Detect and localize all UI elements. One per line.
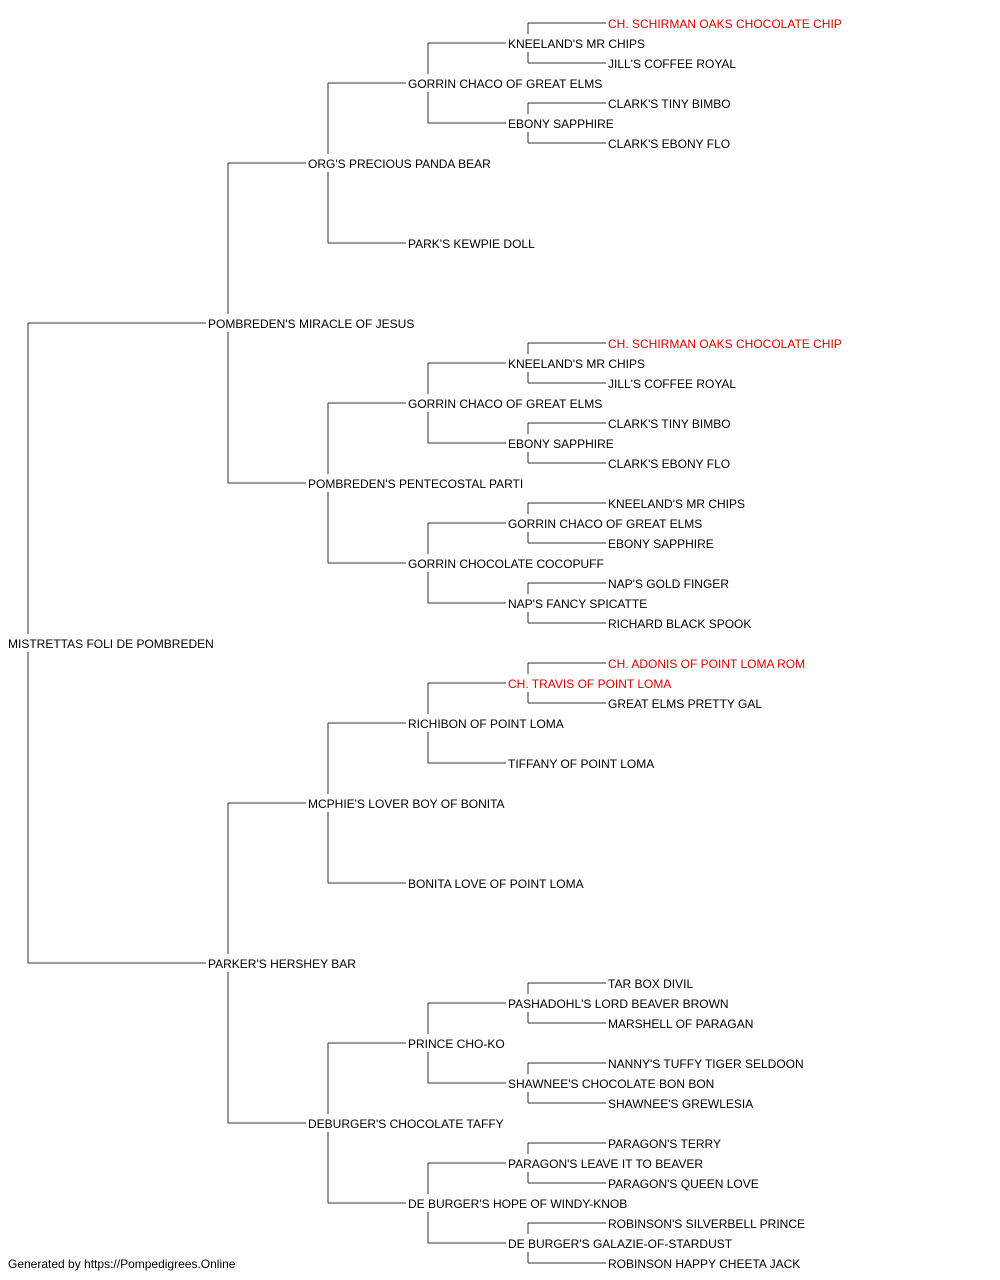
dog-name-mistrettas-foli-de-pombreden: MISTRETTAS FOLI DE POMBREDEN — [8, 637, 214, 651]
dog-name-bonita-love-of-point-loma: BONITA LOVE OF POINT LOMA — [408, 877, 584, 891]
dog-name-gorrin-chocolate-cocopuff: GORRIN CHOCOLATE COCOPUFF — [408, 557, 604, 571]
dog-name-ebony-sapphire: EBONY SAPPHIRE — [508, 117, 614, 131]
dog-name-shawnee-s-chocolate-bon-bon: SHAWNEE'S CHOCOLATE BON BON — [508, 1077, 714, 1091]
dog-name-kneeland-s-mr-chips: KNEELAND'S MR CHIPS — [608, 497, 745, 511]
dog-name-ebony-sapphire: EBONY SAPPHIRE — [608, 537, 714, 551]
dog-name-paragon-s-terry: PARAGON'S TERRY — [608, 1137, 721, 1151]
dog-name-mcphie-s-lover-boy-of-bonita: MCPHIE'S LOVER BOY OF BONITA — [308, 797, 505, 811]
dog-name-ch-adonis-of-point-loma-rom: CH. ADONIS OF POINT LOMA ROM — [608, 657, 805, 671]
dog-name-richibon-of-point-loma: RICHIBON OF POINT LOMA — [408, 717, 564, 731]
dog-name-nanny-s-tuffy-tiger-seldoon: NANNY'S TUFFY TIGER SELDOON — [608, 1057, 804, 1071]
dog-name-de-burger-s-galazie-of-stardust: DE BURGER'S GALAZIE-OF-STARDUST — [508, 1237, 733, 1251]
dog-name-kneeland-s-mr-chips: KNEELAND'S MR CHIPS — [508, 357, 645, 371]
dog-name-gorrin-chaco-of-great-elms: GORRIN CHACO OF GREAT ELMS — [408, 397, 602, 411]
dog-name-nap-s-fancy-spicatte: NAP'S FANCY SPICATTE — [508, 597, 647, 611]
footer-credit: Generated by https://Pompedigrees.Online — [8, 1257, 236, 1271]
dog-name-tiffany-of-point-loma: TIFFANY OF POINT LOMA — [508, 757, 654, 771]
dog-name-org-s-precious-panda-bear: ORG'S PRECIOUS PANDA BEAR — [308, 157, 491, 171]
dog-name-parker-s-hershey-bar: PARKER'S HERSHEY BAR — [208, 957, 356, 971]
dog-name-nap-s-gold-finger: NAP'S GOLD FINGER — [608, 577, 729, 591]
dog-name-jill-s-coffee-royal: JILL'S COFFEE ROYAL — [608, 57, 736, 71]
dog-name-great-elms-pretty-gal: GREAT ELMS PRETTY GAL — [608, 697, 762, 711]
dog-name-clark-s-tiny-bimbo: CLARK'S TINY BIMBO — [608, 417, 731, 431]
dog-name-ch-schirman-oaks-chocolate-chip: CH. SCHIRMAN OAKS CHOCOLATE CHIP — [608, 337, 842, 351]
dog-name-clark-s-ebony-flo: CLARK'S EBONY FLO — [608, 137, 730, 151]
dog-name-pashadohl-s-lord-beaver-brown: PASHADOHL'S LORD BEAVER BROWN — [508, 997, 729, 1011]
dog-name-gorrin-chaco-of-great-elms: GORRIN CHACO OF GREAT ELMS — [408, 77, 602, 91]
dog-name-jill-s-coffee-royal: JILL'S COFFEE ROYAL — [608, 377, 736, 391]
dog-name-pombreden-s-pentecostal-parti: POMBREDEN'S PENTECOSTAL PARTI — [308, 477, 523, 491]
dog-name-gorrin-chaco-of-great-elms: GORRIN CHACO OF GREAT ELMS — [508, 517, 702, 531]
dog-name-richard-black-spook: RICHARD BLACK SPOOK — [608, 617, 751, 631]
dog-name-robinson-s-silverbell-prince: ROBINSON'S SILVERBELL PRINCE — [608, 1217, 805, 1231]
dog-name-shawnee-s-grewlesia: SHAWNEE'S GREWLESIA — [608, 1097, 753, 1111]
dog-name-ch-travis-of-point-loma: CH. TRAVIS OF POINT LOMA — [508, 677, 671, 691]
dog-name-ebony-sapphire: EBONY SAPPHIRE — [508, 437, 614, 451]
dog-name-ch-schirman-oaks-chocolate-chip: CH. SCHIRMAN OAKS CHOCOLATE CHIP — [608, 17, 842, 31]
dog-name-robinson-happy-cheeta-jack: ROBINSON HAPPY CHEETA JACK — [608, 1257, 800, 1271]
dog-name-clark-s-tiny-bimbo: CLARK'S TINY BIMBO — [608, 97, 731, 111]
dog-name-paragon-s-queen-love: PARAGON'S QUEEN LOVE — [608, 1177, 759, 1191]
dog-name-clark-s-ebony-flo: CLARK'S EBONY FLO — [608, 457, 730, 471]
dog-name-pombreden-s-miracle-of-jesus: POMBREDEN'S MIRACLE OF JESUS — [208, 317, 414, 331]
dog-name-deburger-s-chocolate-taffy: DEBURGER'S CHOCOLATE TAFFY — [308, 1117, 504, 1131]
dog-name-kneeland-s-mr-chips: KNEELAND'S MR CHIPS — [508, 37, 645, 51]
dog-name-de-burger-s-hope-of-windy-knob: DE BURGER'S HOPE OF WINDY-KNOB — [408, 1197, 627, 1211]
dog-name-park-s-kewpie-doll: PARK'S KEWPIE DOLL — [408, 237, 535, 251]
dog-name-tar-box-divil: TAR BOX DIVIL — [608, 977, 693, 991]
dog-name-marshell-of-paragan: MARSHELL OF PARAGAN — [608, 1017, 753, 1031]
dog-name-prince-cho-ko: PRINCE CHO-KO — [408, 1037, 505, 1051]
dog-name-paragon-s-leave-it-to-beaver: PARAGON'S LEAVE IT TO BEAVER — [508, 1157, 703, 1171]
